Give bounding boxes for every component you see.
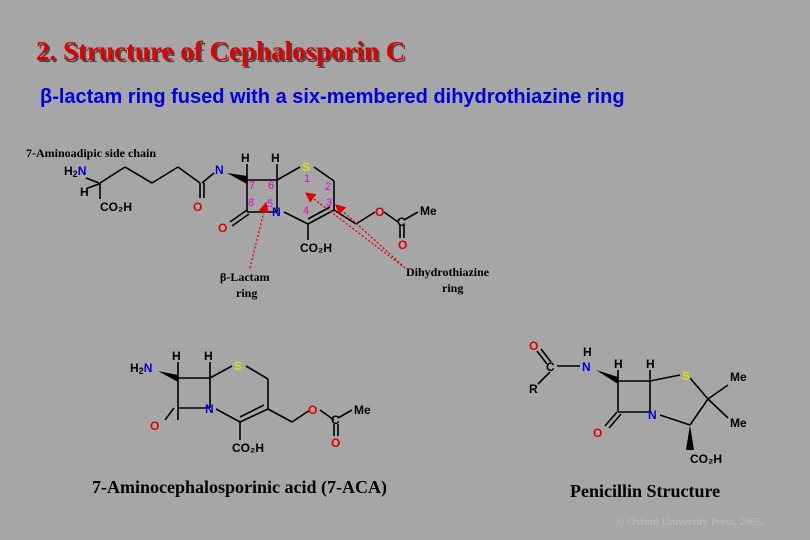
r-group: R [529, 382, 538, 396]
s-atom: S [234, 359, 242, 373]
s-atom: S [302, 160, 310, 174]
h-atom: H [80, 185, 89, 199]
h-atom: H [583, 345, 592, 359]
c-atom: C [397, 215, 406, 229]
ring-number: 5 [267, 198, 273, 210]
c-atom: C [546, 360, 555, 374]
co2h-label: CO₂H [100, 200, 132, 214]
n-atom: N [215, 163, 224, 177]
ring-number: 3 [326, 197, 332, 209]
h-atom: H [64, 164, 73, 178]
me-label: Me [730, 370, 747, 384]
ring-number: 1 [304, 173, 310, 185]
o-atom: O [150, 419, 159, 433]
h-atom: H [646, 357, 655, 371]
n-atom: N [78, 164, 87, 178]
n-atom: N [582, 360, 591, 374]
beta-lactam-label: β-Lactam [220, 270, 270, 284]
dihydrothiazine-label: ring [442, 281, 463, 295]
c-atom: C [331, 413, 340, 427]
s-atom: S [682, 369, 690, 383]
o-atom: O [398, 238, 407, 252]
o-atom: O [529, 339, 538, 353]
o-atom: O [331, 436, 340, 450]
co2h-label: CO₂H [690, 452, 722, 466]
copyright: © Oxford University Press, 2005. [616, 516, 765, 528]
o-atom: O [375, 205, 384, 219]
side-chain-label: 7-Aminoadipic side chain [26, 146, 156, 160]
ring-number: 6 [268, 180, 274, 192]
beta-lactam-label: ring [236, 286, 257, 300]
ring-number: 7 [249, 180, 255, 192]
h-atom: H [614, 357, 623, 371]
me-label: Me [730, 416, 747, 430]
page-title: 2. Structure of Cephalosporin C [36, 36, 406, 66]
n-atom: N [205, 402, 214, 416]
aca-caption: 7-Aminocephalosporinic acid (7-ACA) [92, 477, 387, 498]
h-atom: H [271, 151, 280, 165]
page-subtitle: β-lactam ring fused with a six-membered … [40, 86, 625, 108]
co2h-label: CO₂H [232, 441, 264, 455]
me-label: Me [354, 403, 371, 417]
h-atom: H [172, 349, 181, 363]
n-atom: N [648, 408, 657, 422]
annotation-arrows [249, 192, 406, 269]
me-label: Me [420, 204, 437, 218]
dihydrothiazine-label: Dihydrothiazine [406, 265, 490, 279]
h-atom: H [204, 349, 213, 363]
n-atom: N [144, 361, 153, 375]
o-atom: O [193, 200, 202, 214]
aca-structure [158, 362, 353, 440]
n-atom: N [272, 205, 281, 219]
h2n-label: H2N [130, 361, 152, 376]
penicillin-caption: Penicillin Structure [570, 481, 720, 501]
penicillin-structure [536, 348, 729, 450]
ring-number: 4 [303, 205, 309, 217]
h2n-label: H2N [64, 164, 86, 179]
h-atom: H [130, 361, 139, 375]
cephalosporin-c-structure [85, 164, 419, 240]
h-atom: H [241, 151, 250, 165]
o-atom: O [593, 426, 602, 440]
ring-number: 8 [248, 197, 254, 209]
o-atom: O [218, 221, 227, 235]
co2h-label: CO₂H [300, 241, 332, 255]
o-atom: O [308, 403, 317, 417]
ring-number: 2 [325, 181, 331, 193]
